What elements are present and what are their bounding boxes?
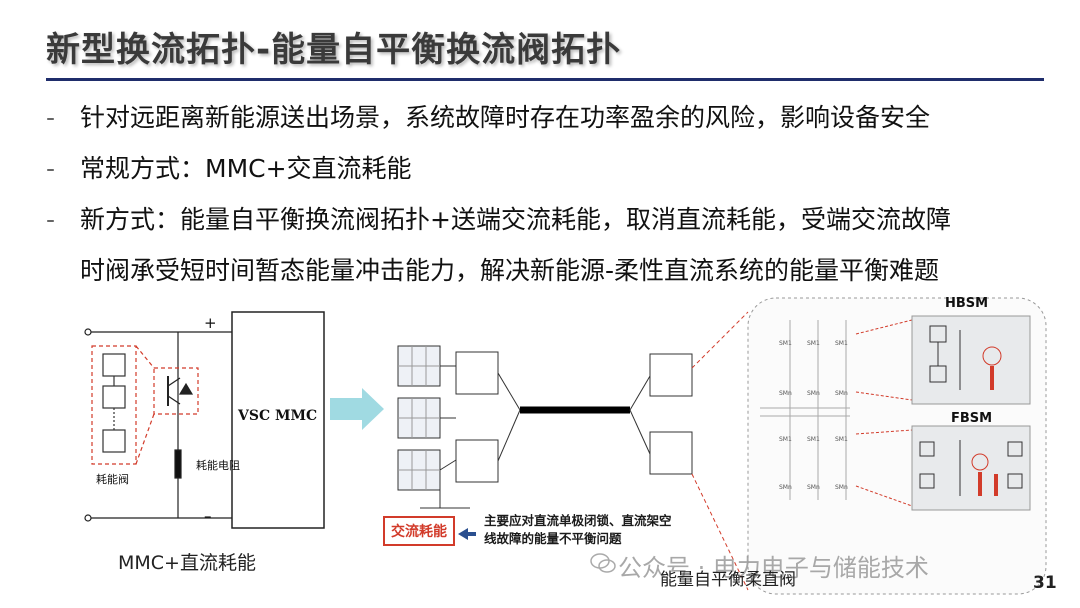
hbsm-label: HBSM [945,296,989,311]
slide-title: 新型换流拓扑-能量自平衡换流阀拓扑 [46,30,622,70]
topology-diagram: + – VSC MMC 耗能电阻 耗能阀 MMC+直流耗能 交流耗能 主要应对直… [0,290,1080,608]
submodule-label: SM1 [807,340,820,347]
submodule-label: SM1 [807,436,820,443]
submodule-array [760,320,850,500]
submodule-label: SMn [779,484,792,491]
page-number: 31 [1033,573,1057,593]
bullet-text-continued: 时阀承受短时间暂态能量冲击能力，解决新能源-柔性直流系统的能量平衡难题 [80,256,940,285]
imbalance-note: 主要应对直流单极闭锁、直流架空 线故障的能量不平衡问题 [484,512,672,548]
mmc-caption: MMC+直流耗能 [118,552,256,574]
submodule-label: SM1 [835,340,848,347]
submodule-label: SM1 [779,436,792,443]
pv-source-group [397,345,521,509]
bullet-text: 新方式：能量自平衡换流阀拓扑+送端交流耗能，取消直流耗能，受端交流故障 [80,205,951,234]
mmc-dc-dissipation-circuit [84,311,325,529]
bullet-2: - 常规方式：MMC+交直流耗能 [46,143,1056,194]
bullet-1: - 针对远距离新能源送出场景，系统故障时存在功率盈余的风险，影响设备安全 [46,92,1056,143]
ac-dissipation-label: 交流耗能 [383,516,455,546]
submodule-label: SMn [807,390,820,397]
hbsm-detail [911,315,1031,405]
flow-arrow [330,388,384,430]
wechat-icon [590,553,616,573]
bullet-text: 针对远距离新能源送出场景，系统故障时存在功率盈余的风险，影响设备安全 [80,103,931,132]
topology-drawing [84,297,1047,595]
submodule-label: SM1 [835,436,848,443]
note-arrow [458,528,476,540]
submodule-label: SMn [835,390,848,397]
watermark-text: 公众号 · 电力电子与储能技术 [618,554,929,582]
bullet-text: 常规方式：MMC+交直流耗能 [80,154,412,183]
submodule-label: SMn [807,484,820,491]
note-line-1: 主要应对直流单极闭锁、直流架空 [484,513,672,528]
self-balancing-valve-caption: 能量自平衡柔直阀 [660,570,796,590]
dissipation-valve-label: 耗能阀 [96,473,129,486]
fbsm-label: FBSM [951,411,993,426]
bullet-dash: - [46,154,56,183]
dissipation-resistor-label: 耗能电阻 [196,459,240,472]
submodule-label: SMn [835,484,848,491]
bullet-dash: - [46,103,56,132]
note-line-2: 线故障的能量不平衡问题 [484,531,622,546]
receiving-converter-group [629,311,749,591]
title-rule [46,78,1044,81]
fbsm-detail [911,425,1031,511]
zoom-lines [855,319,913,507]
bullet-list: - 针对远距离新能源送出场景，系统故障时存在功率盈余的风险，影响设备安全 - 常… [46,92,1056,296]
bullet-3: - 新方式：能量自平衡换流阀拓扑+送端交流耗能，取消直流耗能，受端交流故障 时阀… [46,194,1056,296]
dc-minus-label: – [204,507,212,525]
submodule-label: SMn [779,390,792,397]
submodule-label: SM1 [779,340,792,347]
vsc-mmc-label: VSC MMC [238,408,318,424]
bullet-dash: - [46,205,56,234]
dc-plus-label: + [204,314,217,332]
